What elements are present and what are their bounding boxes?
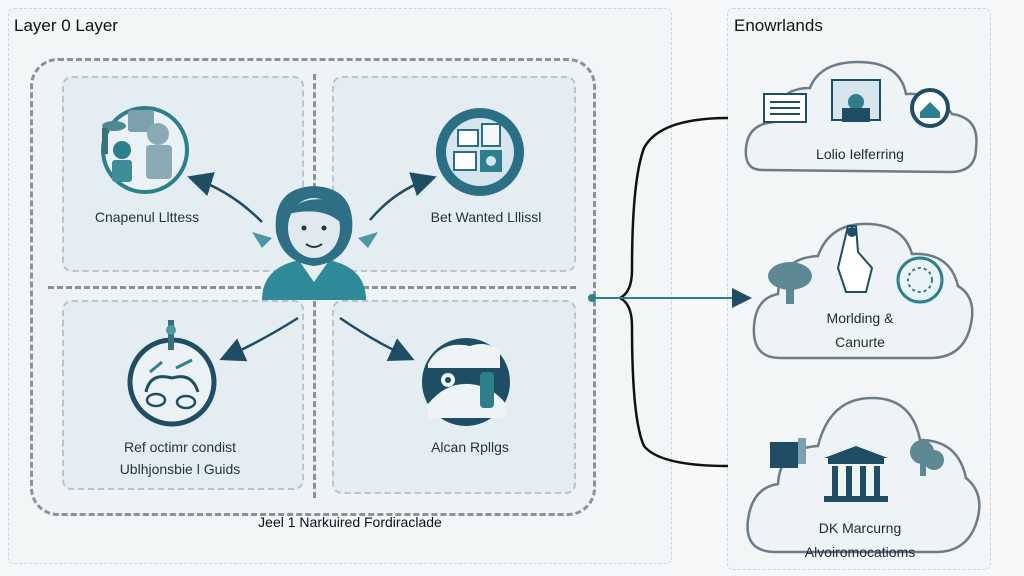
arrow-to-top-right	[369, 172, 437, 221]
arrow-to-top-left	[187, 172, 263, 223]
team-gear-icon	[101, 106, 189, 194]
cloud-label-bottom-line2: Alvoiromocatioms	[804, 544, 916, 560]
cloud-label-middle-line1: Morlding &	[826, 310, 894, 326]
landscape-icon	[422, 338, 510, 426]
frame-footer-label: Jeel 1 Narkuired Fordiraclade	[258, 514, 442, 530]
cloud-bottom	[746, 396, 981, 554]
cloud-middle	[752, 222, 974, 360]
cloud-label-bottom-line1: DK Marcurng	[818, 520, 902, 536]
cloud-top	[744, 60, 978, 174]
arrow-to-bottom-right	[339, 316, 415, 362]
connector-arrow	[588, 288, 752, 308]
brace-connector	[617, 116, 729, 468]
workflow-gear-icon	[436, 108, 524, 196]
quadrant-label-top-left: Cnapenul Llttess	[94, 209, 200, 225]
quadrant-label-bottom-left-line1: Ref octimr condist	[123, 439, 237, 455]
quadrant-label-top-right: Bet Wanted Lllissl	[430, 209, 542, 225]
right-panel-title: Enowrlands	[734, 16, 823, 35]
left-panel-title: Layer 0 Layer	[14, 16, 118, 35]
arrow-to-bottom-left	[219, 316, 299, 362]
quadrant-label-bottom-left-line2: Ublhjonsbie l Guids	[119, 461, 241, 477]
person-icon	[252, 186, 378, 300]
cloud-label-top: Lolio Ielferring	[816, 146, 904, 162]
hands-tools-icon	[127, 320, 217, 427]
cloud-label-middle-line2: Canurte	[835, 334, 885, 350]
quadrant-label-bottom-right: Alcan Rpllgs	[431, 439, 509, 455]
